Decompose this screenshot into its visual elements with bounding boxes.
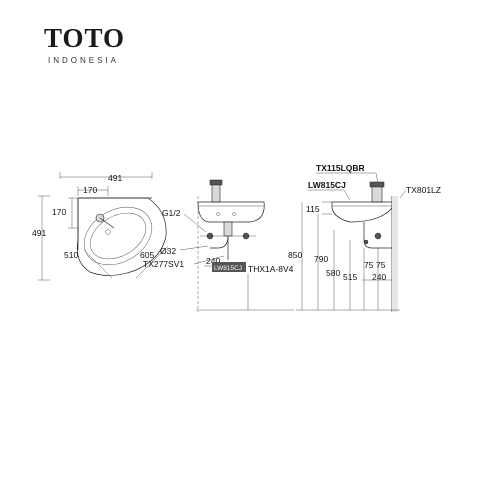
side-dim-wall: 240 <box>372 272 386 282</box>
front-dim-bottom: 240 <box>206 256 220 266</box>
side-dim-offset-a: 75 <box>364 260 374 270</box>
side-label-basin: LW815CJ <box>308 180 346 190</box>
front-label-basin-code: LW815CJ <box>214 265 242 272</box>
plan-dim-total-width: 491 <box>108 173 122 183</box>
side-dim-overall-height: 850 <box>288 250 302 260</box>
brand-name: TOTO <box>44 23 126 53</box>
plan-dim-top-offset: 170 <box>83 185 97 195</box>
front-label-thread: G1/2 <box>162 208 181 218</box>
side-dim-bracket-height: 580 <box>326 268 340 278</box>
side-dim-outlet-height: 790 <box>314 254 328 264</box>
side-dim-rim: 115 <box>306 204 320 214</box>
side-label-valve: TX801LZ <box>406 185 441 195</box>
front-label-bracket: THX1A-8V4 <box>248 264 294 274</box>
side-view: TX115LQBR LW815CJ TX801LZ 115 850 790 58… <box>288 163 441 312</box>
plan-dim-diag-right: 605 <box>140 250 154 260</box>
plan-dim-diag-left: 510 <box>64 250 78 260</box>
plan-dim-total-depth: 491 <box>32 228 46 238</box>
front-label-drain-dia: Ø32 <box>160 246 176 256</box>
side-label-faucet: TX115LQBR <box>316 163 365 173</box>
front-label-trap: TX277SV1 <box>143 259 184 269</box>
front-view: G1/2 Ø32 TX277SV1 240 LW815CJ THX1A-8V4 <box>143 179 294 312</box>
plan-view: 491 170 491 170 510 605 <box>32 172 169 281</box>
side-dim-floor-height: 515 <box>343 272 357 282</box>
plan-dim-side-offset: 170 <box>52 207 66 217</box>
brand-country: INDONESIA <box>48 56 120 65</box>
brand-logo: TOTO INDONESIA <box>44 24 125 65</box>
side-dim-offset-b: 75 <box>376 260 386 270</box>
